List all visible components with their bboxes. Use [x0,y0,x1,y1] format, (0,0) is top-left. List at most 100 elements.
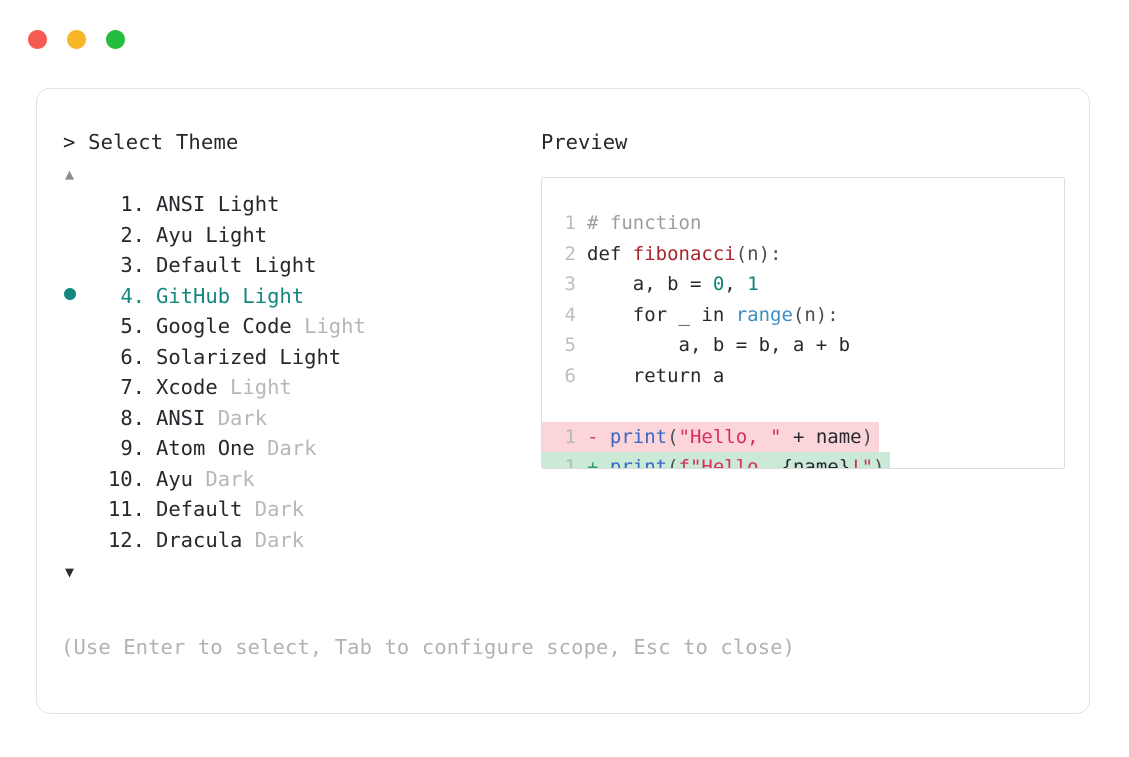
theme-item-variant: Dark [205,405,268,430]
theme-item-variant: Dark [193,466,255,491]
diff-line-delete: 1- print("Hello, " + name) [542,421,1064,452]
line-number: 1 [564,212,576,234]
theme-item-name: ANSI Dark [156,405,268,430]
theme-list-item[interactable]: 3. Default Light [63,250,533,281]
theme-item-index: 10. [107,466,145,491]
theme-item-name: Dracula Dark [156,527,305,552]
theme-item-index: 8. [120,405,145,430]
keyboard-hint: (Use Enter to select, Tab to configure s… [61,635,796,659]
code-token: fibonacci [632,242,736,265]
theme-list-item[interactable]: 7.Xcode Light [63,372,533,403]
scroll-up-indicator-icon[interactable]: ▲ [65,165,75,183]
code-token: 1 [747,273,759,295]
theme-list-item[interactable]: 10. Ayu Dark [63,464,533,495]
theme-item-variant: Dark [254,436,317,460]
theme-list-item[interactable]: 2. Ayu Light [63,220,533,251]
code-token: (n): [792,303,839,326]
theme-list-item[interactable]: 1.ANSI Light [63,189,533,220]
theme-list-item[interactable]: 9. Atom One Dark [63,433,533,464]
theme-item-index: 2. [120,222,145,247]
code-line-text: def fibonacci(n): [576,239,781,270]
line-number: 4 [564,303,576,326]
code-token: ( [667,425,679,448]
theme-item-index: 6. [120,344,145,369]
code-token: print [609,425,668,448]
code-token: f"Hello, [678,456,782,469]
theme-list-item[interactable]: 6. Solarized Light [63,342,533,373]
code-token: return a [587,364,725,387]
theme-item-variant: Light [230,283,305,308]
theme-item-variant: Dark [242,527,305,552]
theme-list-item[interactable]: 11. Default Dark [63,494,533,525]
code-line-text: # function [576,208,701,239]
code-line: 3 a, b = 0, 1 [542,269,1064,300]
diff-line-text: + print(f"Hello, {name}!") [576,452,891,469]
code-line-text: for _ in range(n): [576,300,839,331]
diff-line-number: 1 [542,421,576,452]
theme-list-item[interactable]: 5.Google Code Light [63,311,533,342]
preview-label: Preview [541,130,628,154]
code-token: 0 [712,273,725,295]
code-spacer [542,391,1064,422]
close-dot[interactable] [28,30,47,49]
theme-list-item[interactable]: 12. Dracula Dark [63,525,533,556]
code-line-text: a, b = 0, 1 [576,269,759,300]
selected-bullet-icon [63,281,93,312]
code-token: # function [587,212,702,234]
theme-list-item[interactable]: 4.GitHub Light [63,281,533,312]
theme-item-name: Ayu Light [156,222,268,247]
theme-item-name: Solarized Light [156,344,342,369]
code-line-text: return a [576,361,725,392]
code-token: def [587,242,633,265]
theme-item-name: Atom One Dark [156,436,317,460]
theme-item-name: Default Light [156,253,317,277]
theme-item-name: Google Code Light [156,314,366,338]
code-token: a, b = [587,273,713,295]
code-line-text: a, b = b, a + b [576,330,851,361]
diff-line-number: 1 [542,452,576,468]
line-number: 6 [564,364,576,387]
code-token: ( [667,456,679,469]
code-token: ) [861,425,874,448]
code-token: print [609,456,668,469]
line-number: 5 [564,334,576,356]
theme-item-index: 11. [107,497,145,521]
theme-item-name: Ayu Dark [156,466,255,491]
diff-line-add: 1+ print(f"Hello, {name}!") [542,452,1064,469]
code-token: (n): [735,242,782,265]
theme-item-name: GitHub Light [156,283,305,308]
theme-item-index: 12. [107,527,145,552]
code-token: "Hello, " [678,425,782,448]
line-number: 3 [564,273,576,295]
theme-item-variant: Dark [242,497,305,521]
page-title: > Select Theme [63,130,239,154]
theme-item-name: Xcode Light [156,375,292,399]
theme-item-name: Default Dark [156,497,305,521]
theme-item-index: 9. [120,436,145,460]
theme-item-variant: Light [291,314,366,338]
theme-list-item[interactable]: 8. ANSI Dark [63,403,533,434]
minimize-dot[interactable] [67,30,86,49]
diff-sign: - [587,425,610,448]
code-token: range [735,303,793,326]
theme-item-variant: Light [267,344,342,369]
scroll-down-indicator-icon[interactable]: ▼ [65,563,75,581]
theme-item-index: 3. [120,253,145,277]
theme-item-variant: Light [193,222,268,247]
code-token: , [724,273,748,295]
diff-line-text: - print("Hello, " + name) [576,421,880,452]
theme-item-index: 1. [120,192,145,216]
theme-item-variant: Light [205,192,280,216]
diff-block: 1- print("Hello, " + name)1+ print(f"Hel… [542,421,1064,469]
code-token: a, b = b, a + b [587,334,851,356]
maximize-dot[interactable] [106,30,125,49]
window-traffic-lights [28,30,125,49]
code-line: 6 return a [542,361,1064,392]
code-token: !" [850,456,874,469]
